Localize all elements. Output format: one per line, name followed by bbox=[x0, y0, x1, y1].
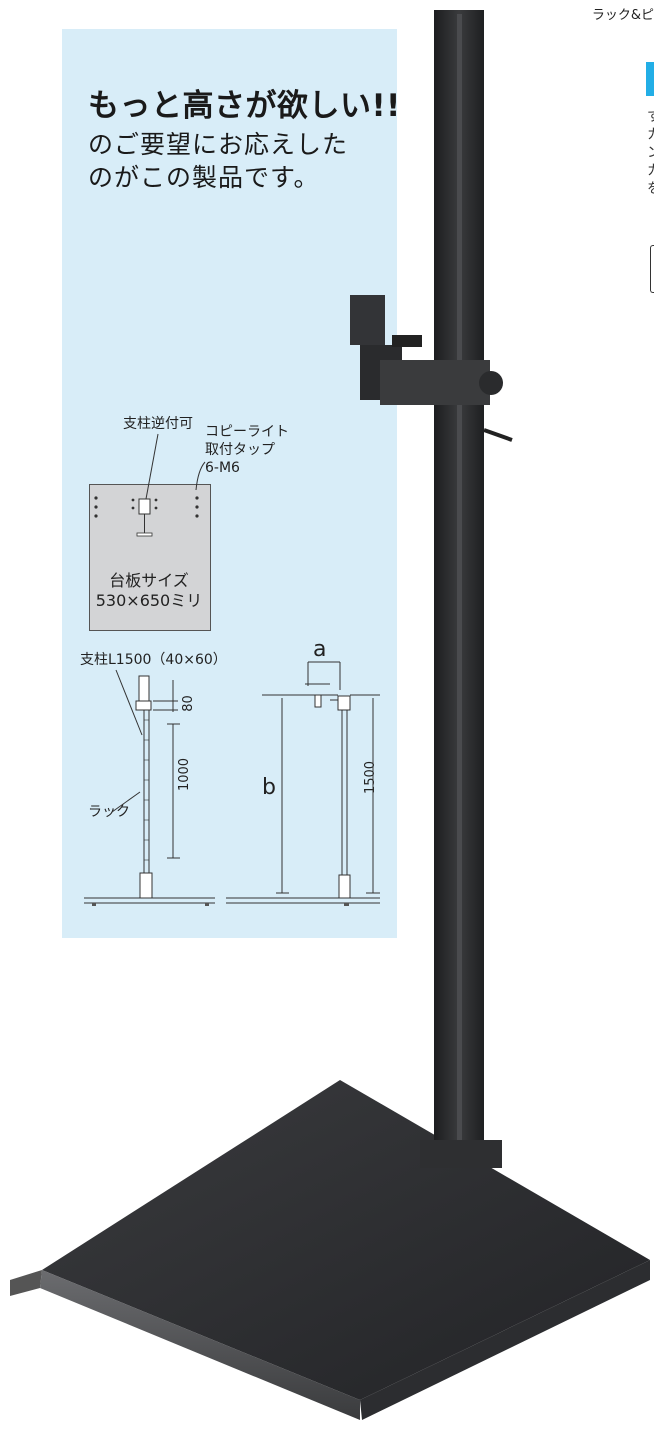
edge-frame bbox=[650, 245, 654, 293]
label-copylight-1: コピーライト bbox=[205, 424, 289, 440]
plate-holes bbox=[94, 496, 199, 518]
label-copylight-3: 6-M6 bbox=[205, 460, 240, 476]
promo-headline: もっと高さが欲しい!! bbox=[88, 88, 401, 124]
edge-text: カ bbox=[647, 164, 654, 179]
edge-text: を bbox=[647, 182, 654, 197]
label-rack: ラック bbox=[88, 804, 130, 820]
promo-line-1: のご要望にお応えした bbox=[88, 130, 349, 159]
page-caption: ラック&ピ bbox=[591, 8, 654, 23]
edge-text: す bbox=[647, 110, 654, 125]
label-pillar-spec: 支柱L1500（40×60） bbox=[80, 652, 227, 668]
dim-a: a bbox=[313, 637, 327, 662]
plate-size-label: 台板サイズ bbox=[109, 571, 189, 590]
edge-text: ン bbox=[647, 146, 654, 161]
edge-text: カ bbox=[647, 128, 654, 143]
dim-b: b bbox=[262, 775, 276, 800]
promo-line-2: のがこの製品です。 bbox=[88, 163, 320, 192]
section-marker bbox=[646, 62, 654, 96]
plate-size-value: 530×650ミリ bbox=[95, 591, 203, 610]
label-copylight-2: 取付タップ bbox=[205, 442, 275, 458]
promo-panel bbox=[62, 29, 397, 938]
label-reversible-pillar: 支柱逆付可 bbox=[123, 416, 193, 432]
